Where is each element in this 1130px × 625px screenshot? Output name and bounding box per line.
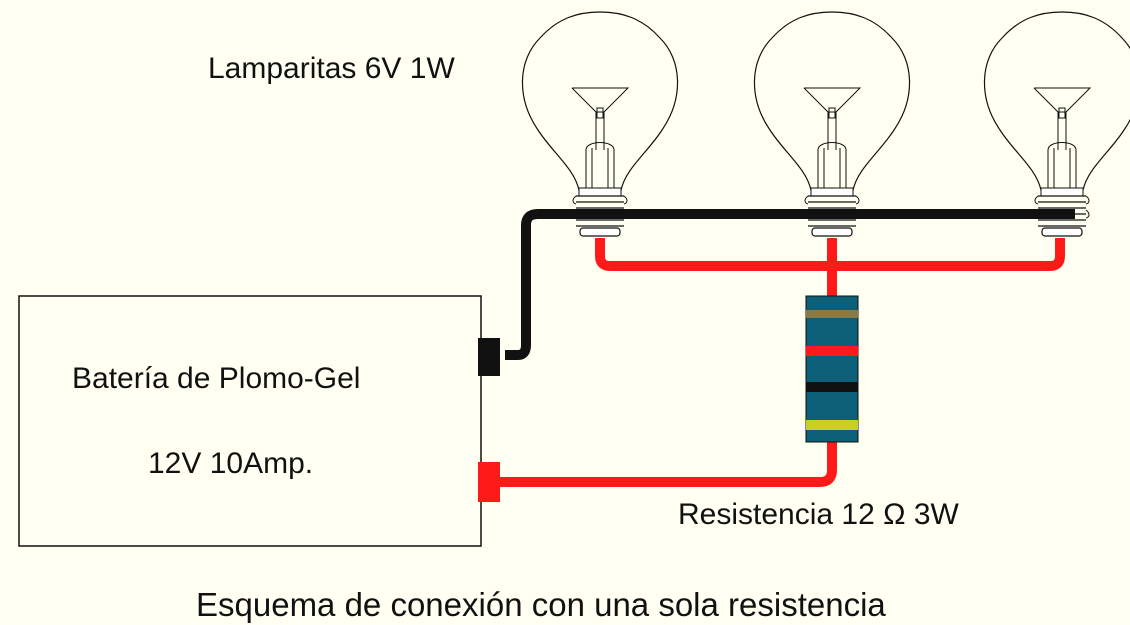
lamp-3 xyxy=(983,11,1130,237)
lamps-label: Lamparitas 6V 1W xyxy=(208,52,455,85)
wire-negative xyxy=(505,209,1075,360)
lamp-2 xyxy=(753,11,911,237)
battery-terminal-positive xyxy=(478,462,500,502)
battery-name-label: Batería de Plomo-Gel xyxy=(72,362,361,395)
resistor-label: Resistencia 12 Ω 3W xyxy=(678,498,959,531)
wire-positive-return xyxy=(500,440,837,487)
battery-rating-label: 12V 10Amp. xyxy=(148,447,314,480)
diagram-caption: Esquema de conexión con una sola resiste… xyxy=(196,586,886,623)
battery-terminal-negative xyxy=(478,338,500,376)
battery-box xyxy=(18,295,482,547)
lamp-1 xyxy=(521,11,679,237)
resistor xyxy=(805,295,859,443)
